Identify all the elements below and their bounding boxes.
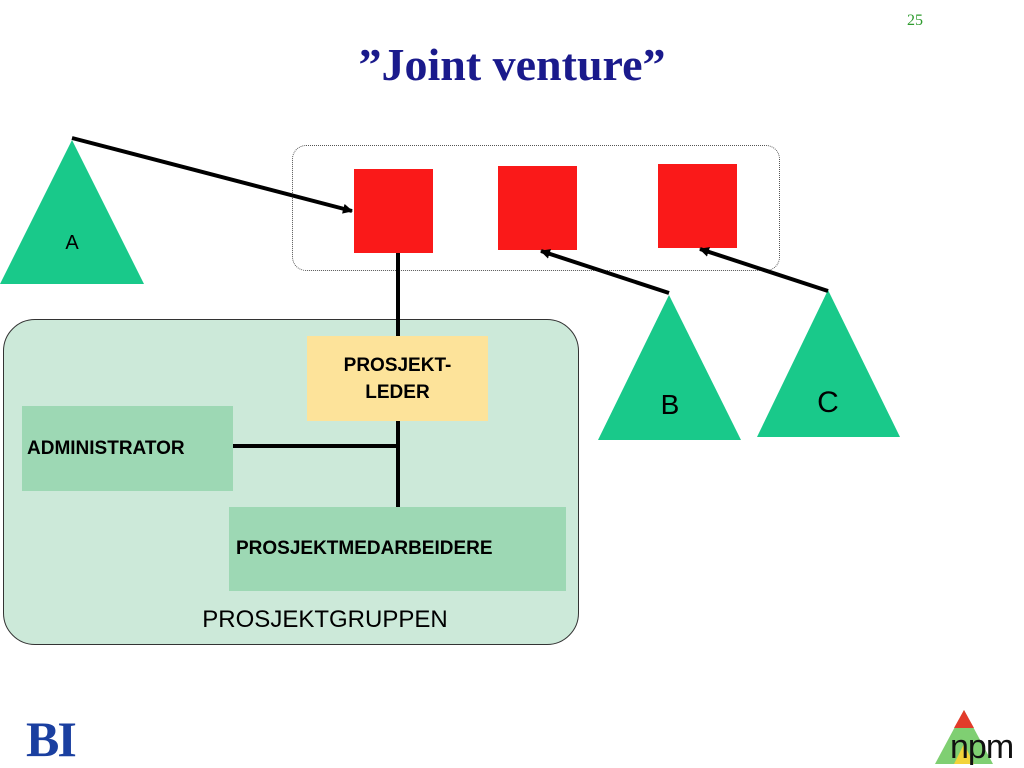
arrow-b-to-unit [540, 249, 670, 295]
project-staff-box: PROSJEKTMEDARBEIDERE [229, 507, 566, 591]
project-group-label: PROSJEKTGRUPPEN [202, 606, 448, 633]
project-staff-label: PROSJEKTMEDARBEIDERE [236, 538, 493, 559]
arrow-c-to-unit [699, 247, 829, 293]
partner-c-triangle [757, 290, 900, 437]
administrator-label: ADMINISTRATOR [27, 437, 185, 459]
administrator-box: ADMINISTRATOR [22, 406, 233, 491]
slide-title: ”Joint venture” [358, 39, 666, 90]
partner-unit-square-1 [354, 169, 433, 253]
arrow-a-to-unit [71, 136, 353, 214]
partner-c-label: C [817, 386, 839, 419]
partner-a-triangle [0, 140, 144, 284]
partner-a-label: A [65, 232, 79, 254]
bi-logo: BI [26, 711, 77, 767]
partner-b-triangle [598, 295, 741, 440]
partner-unit-square-3 [658, 164, 737, 248]
partner-units-frame [292, 145, 780, 271]
project-leader-label: PROSJEKT- LEDER [343, 354, 452, 403]
page-number: 25 [907, 12, 923, 29]
project-leader-box: PROSJEKT- LEDER [307, 336, 488, 421]
partner-b-label: B [660, 389, 680, 420]
npm-logo-triangle [935, 710, 993, 764]
npm-logo: npm [950, 728, 1014, 766]
partner-unit-square-2 [498, 166, 577, 250]
